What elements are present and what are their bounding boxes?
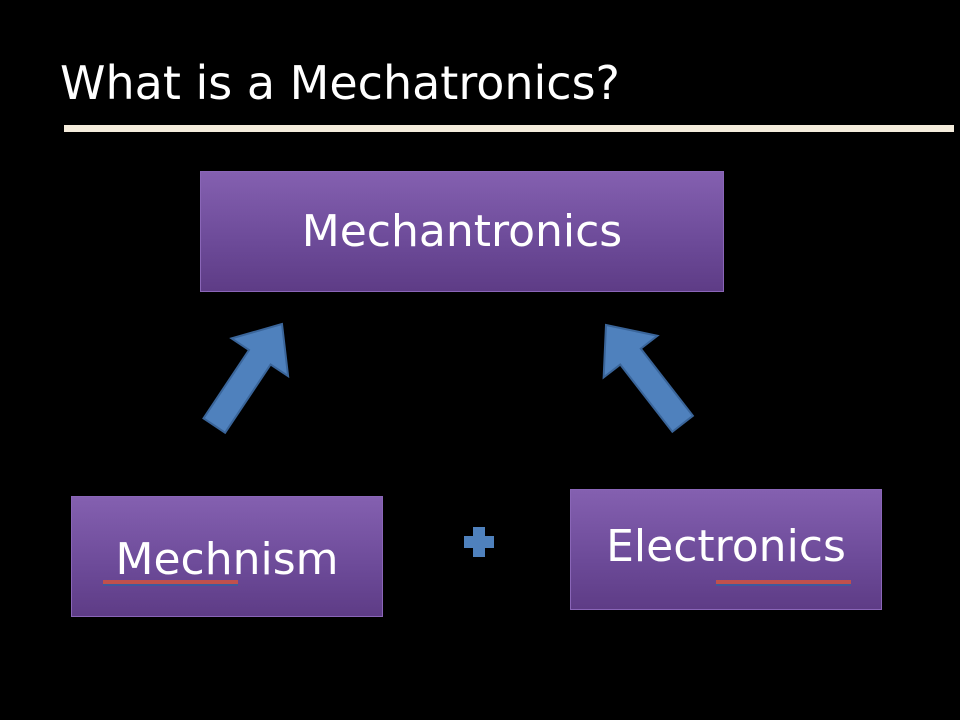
mechatronics-label: Mechantronics	[301, 206, 623, 257]
slide-title: What is a Mechatronics?	[60, 56, 620, 110]
mechanism-label: Mechnism	[115, 534, 339, 585]
plus-icon	[464, 527, 494, 557]
mechanism-box[interactable]: Mechnism	[71, 496, 383, 617]
mechatronics-box[interactable]: Mechantronics	[200, 171, 724, 292]
arrow-left-icon	[202, 322, 290, 435]
spellcheck-underline-mechanism	[103, 580, 238, 586]
electronics-label: Electronics	[606, 521, 846, 572]
title-divider	[64, 125, 954, 132]
arrow-right-icon	[602, 323, 695, 434]
electronics-box[interactable]: Electronics	[570, 489, 882, 610]
spellcheck-underline-electronics	[716, 580, 851, 586]
